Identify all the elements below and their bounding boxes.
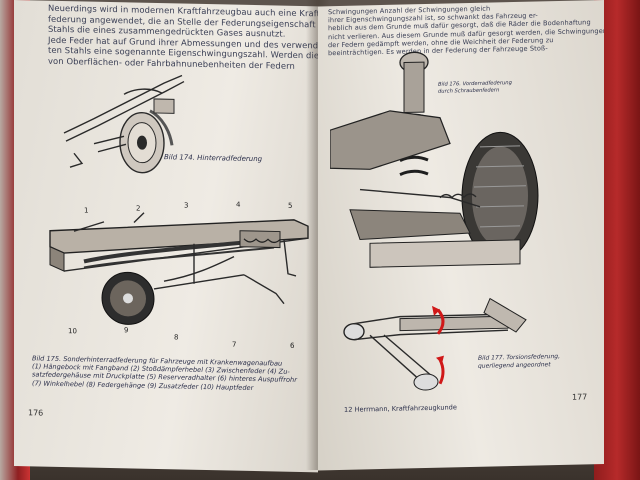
figure-177-caption-line: querliegend angeordnet: [478, 360, 551, 370]
figure-175-caption: Bild 175. Sonderhinterradfederung für Fa…: [32, 354, 318, 393]
callout-2: 2: [136, 204, 141, 213]
callout-7: 7: [232, 340, 237, 349]
right-page-footer: 12 Herrmann, Kraftfahrzeugkunde: [344, 403, 457, 414]
callout-6: 6: [290, 341, 295, 350]
callout-8: 8: [174, 333, 179, 342]
left-page-number: 176: [28, 408, 44, 418]
figure-176-front-coil-suspension: [330, 51, 539, 268]
figure-176-caption: Bild 176. Vorderradfederung durch Schrau…: [438, 80, 512, 95]
callout-9: 9: [124, 326, 129, 335]
figure-175-special-rear-suspension: [49, 212, 309, 325]
callout-4: 4: [236, 200, 241, 209]
left-page: Neuerdings wird in modernen Kraftfahrzeu…: [14, 0, 318, 473]
callout-10: 10: [68, 327, 77, 336]
figure-177-torsion-suspension: [343, 297, 527, 391]
left-page-body-text: Neuerdings wird in modernen Kraftfahrzeu…: [48, 3, 318, 72]
right-page: Schwingungen Anzahl der Schwingungen gle…: [318, 0, 604, 471]
callout-1: 1: [84, 206, 89, 215]
callout-5: 5: [288, 201, 293, 210]
figure-174-rear-suspension: [63, 74, 185, 174]
figure-177-caption: Bild 177. Torsionsfederung, querliegend …: [478, 353, 560, 370]
right-page-number: 177: [572, 392, 588, 402]
callout-3: 3: [184, 201, 189, 210]
